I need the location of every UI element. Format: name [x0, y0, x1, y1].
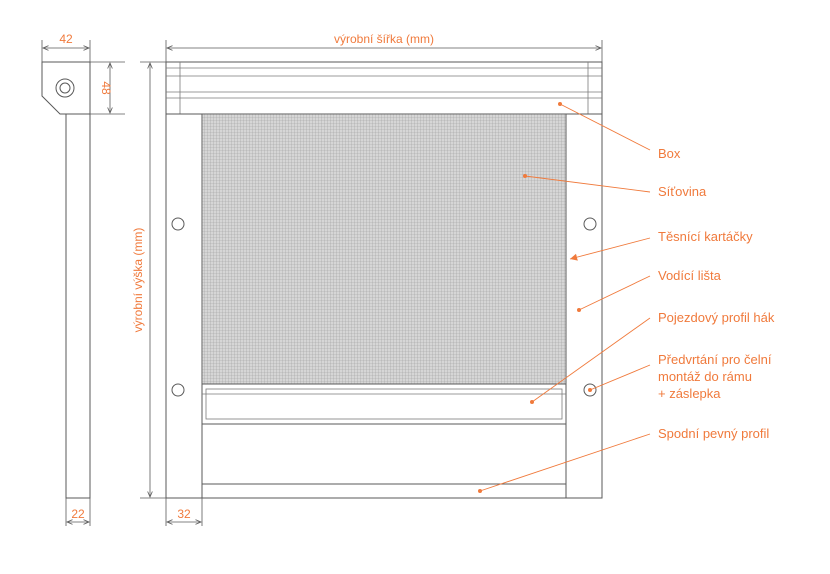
hook-profile-inner — [205, 388, 563, 420]
hook-profile — [201, 383, 567, 425]
side-pivot-inner — [59, 82, 71, 94]
label-brushes: Těsnící kartáčky — [658, 229, 753, 244]
label-box: Box — [658, 146, 681, 161]
label-bottom-profile: Spodní pevný profil — [658, 426, 769, 441]
leader-dot — [577, 308, 581, 312]
leader-dot — [530, 400, 534, 404]
right-guide-rail — [565, 113, 603, 499]
leader-dot — [588, 388, 592, 392]
bottom-fixed-profile — [201, 483, 567, 499]
dim-production-height: výrobní výška (mm) — [131, 228, 145, 333]
callout-labels: Box Síťovina Těsnící kartáčky Vodící liš… — [658, 146, 775, 441]
leader-dot — [558, 102, 562, 106]
dim-side-width: 42 — [59, 32, 73, 46]
leader-brushes — [569, 237, 651, 261]
label-hook-profile: Pojezdový profil hák — [658, 310, 775, 325]
side-pivot-outer — [55, 78, 75, 98]
leader-mesh — [524, 175, 651, 193]
leader-dot — [478, 489, 482, 493]
leader-dot — [523, 174, 527, 178]
label-predrill-2: montáž do rámu — [658, 369, 752, 384]
leader-box — [559, 103, 651, 151]
side-profile: 42 48 22 — [41, 32, 125, 526]
predrill-hole — [583, 383, 597, 397]
predrill-hole — [583, 217, 597, 231]
dim-side-rail: 22 — [71, 507, 85, 521]
side-rail — [65, 113, 91, 499]
callout-leaders — [478, 102, 651, 493]
side-head — [41, 61, 91, 115]
left-guide-rail — [165, 113, 203, 499]
box-housing — [165, 61, 603, 115]
predrill-hole — [171, 217, 185, 231]
leader-predrill — [589, 364, 651, 391]
predrill-hole — [171, 383, 185, 397]
label-predrill-3: + záslepka — [658, 386, 721, 401]
mesh-panel — [201, 113, 567, 385]
leader-bottom-profile — [479, 433, 651, 492]
label-predrill-1: Předvrtání pro čelní — [658, 352, 772, 367]
leader-hook-profile — [531, 317, 651, 403]
dim-frame-rail: 32 — [177, 507, 191, 521]
label-mesh: Síťovina — [658, 184, 707, 199]
label-guide-rail: Vodící lišta — [658, 268, 722, 283]
dim-side-height: 48 — [99, 81, 113, 95]
leader-guide-rail — [578, 275, 651, 311]
front-view: výrobní šířka (mm) výrobní výška (mm) — [131, 32, 603, 526]
dim-production-width: výrobní šířka (mm) — [334, 32, 434, 46]
